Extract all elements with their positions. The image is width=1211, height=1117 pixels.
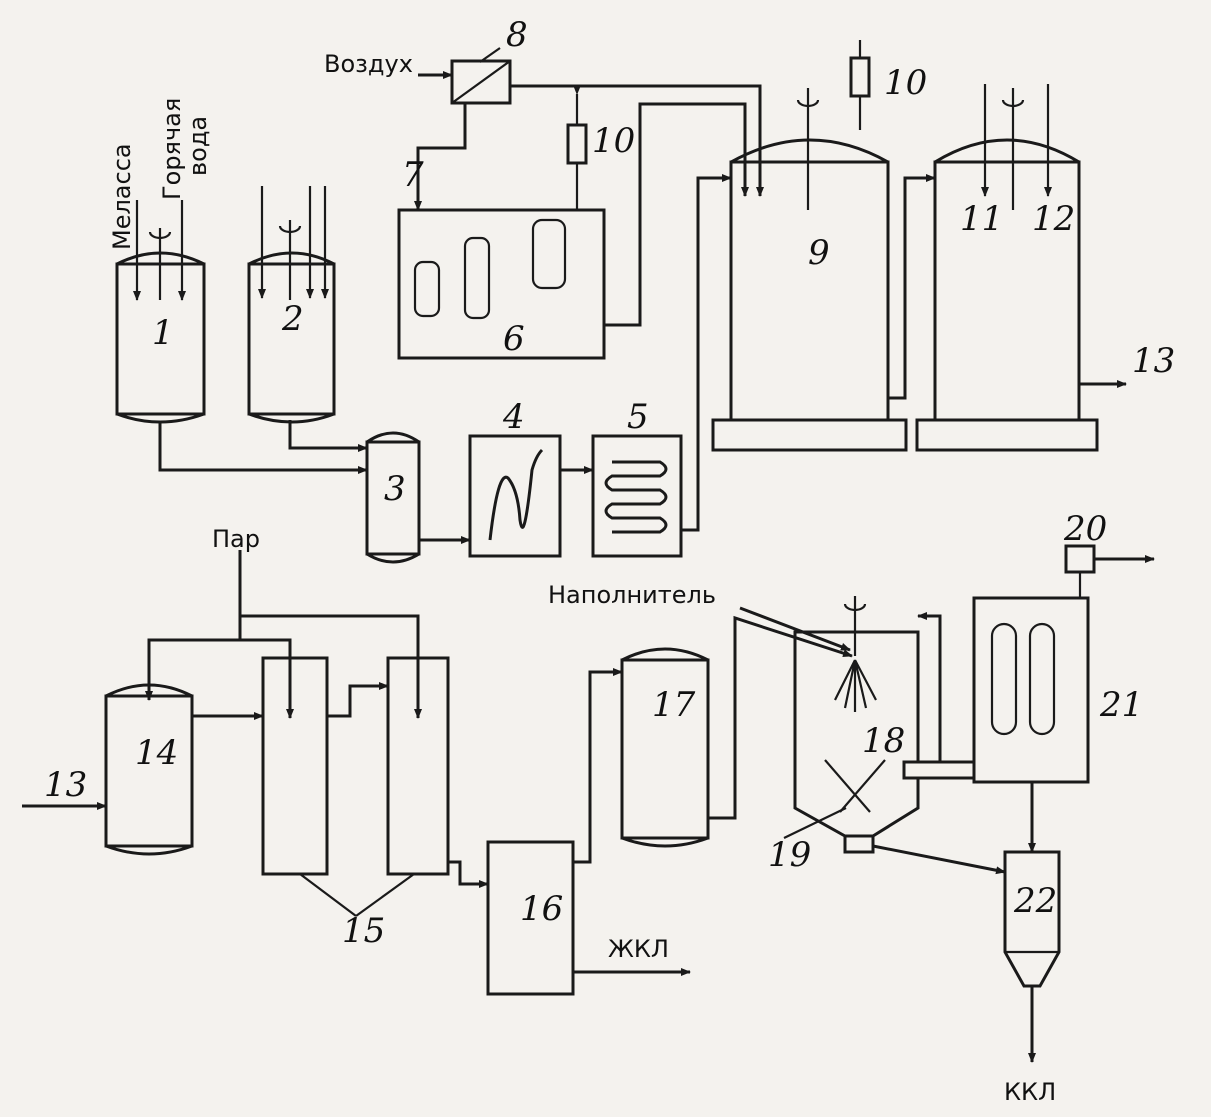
number-19: 19 bbox=[768, 835, 811, 875]
label-dry-product: ККЛ bbox=[1004, 1078, 1056, 1106]
stirrer-icon bbox=[148, 231, 172, 240]
number-10b: 10 bbox=[884, 63, 927, 103]
number-9: 9 bbox=[808, 233, 830, 273]
tank-2 bbox=[247, 186, 336, 424]
label-liquid-product: ЖКЛ bbox=[608, 935, 669, 963]
spray-dryer-18 bbox=[793, 596, 920, 854]
label-steam: Пар bbox=[212, 525, 260, 553]
heat-exchanger-5 bbox=[591, 434, 683, 558]
dryer-21 bbox=[902, 544, 1096, 784]
number-4: 4 bbox=[502, 397, 525, 437]
number-14: 14 bbox=[135, 733, 178, 773]
label-air: Воздух bbox=[324, 50, 413, 78]
number-5: 5 bbox=[627, 397, 649, 437]
stirrer-icon bbox=[843, 603, 867, 612]
label-hot-water-2: вода bbox=[184, 116, 212, 176]
flow-lines bbox=[22, 47, 1155, 1063]
number-18: 18 bbox=[862, 721, 905, 761]
number-17: 17 bbox=[652, 685, 696, 725]
number-16: 16 bbox=[520, 889, 563, 929]
number-8: 8 bbox=[506, 15, 528, 55]
label-molasses: Меласса bbox=[108, 143, 136, 250]
stirrer-icon bbox=[796, 99, 820, 108]
fermenter-11 bbox=[915, 84, 1099, 452]
stream-labels: Меласса Горячая вода Воздух Пар Наполнит… bbox=[108, 50, 1056, 1106]
inoculum-unit-6 bbox=[397, 208, 606, 360]
label-hot-water-1: Горячая bbox=[158, 98, 186, 200]
number-6: 6 bbox=[503, 319, 525, 359]
number-12: 12 bbox=[1032, 199, 1075, 239]
number-7: 7 bbox=[402, 155, 424, 195]
equipment-numbers: 1 2 3 4 5 6 7 8 9 10 10 11 12 13 13 14 1… bbox=[44, 15, 1175, 951]
tank-14 bbox=[104, 683, 194, 856]
cyclone-22 bbox=[1003, 850, 1061, 988]
unit-16 bbox=[486, 840, 575, 996]
number-3: 3 bbox=[384, 469, 406, 509]
tank-1 bbox=[115, 200, 206, 424]
label-filler: Наполнитель bbox=[548, 581, 716, 609]
tank-17 bbox=[620, 647, 710, 848]
number-21: 21 bbox=[1099, 685, 1143, 725]
number-13a: 13 bbox=[1132, 341, 1175, 381]
number-1: 1 bbox=[152, 313, 174, 353]
number-13b: 13 bbox=[44, 765, 87, 805]
fermenter-9 bbox=[711, 40, 908, 452]
heater-4 bbox=[468, 434, 562, 558]
vessel-3 bbox=[365, 431, 421, 564]
number-2: 2 bbox=[281, 299, 304, 339]
number-10a: 10 bbox=[592, 121, 635, 161]
number-11: 11 bbox=[960, 199, 1003, 239]
stirrer-icon bbox=[1001, 99, 1025, 108]
number-22: 22 bbox=[1013, 881, 1057, 921]
stirrer-icon bbox=[278, 225, 302, 234]
column-15a bbox=[261, 656, 329, 876]
number-20: 20 bbox=[1063, 509, 1107, 549]
number-15: 15 bbox=[342, 911, 385, 951]
